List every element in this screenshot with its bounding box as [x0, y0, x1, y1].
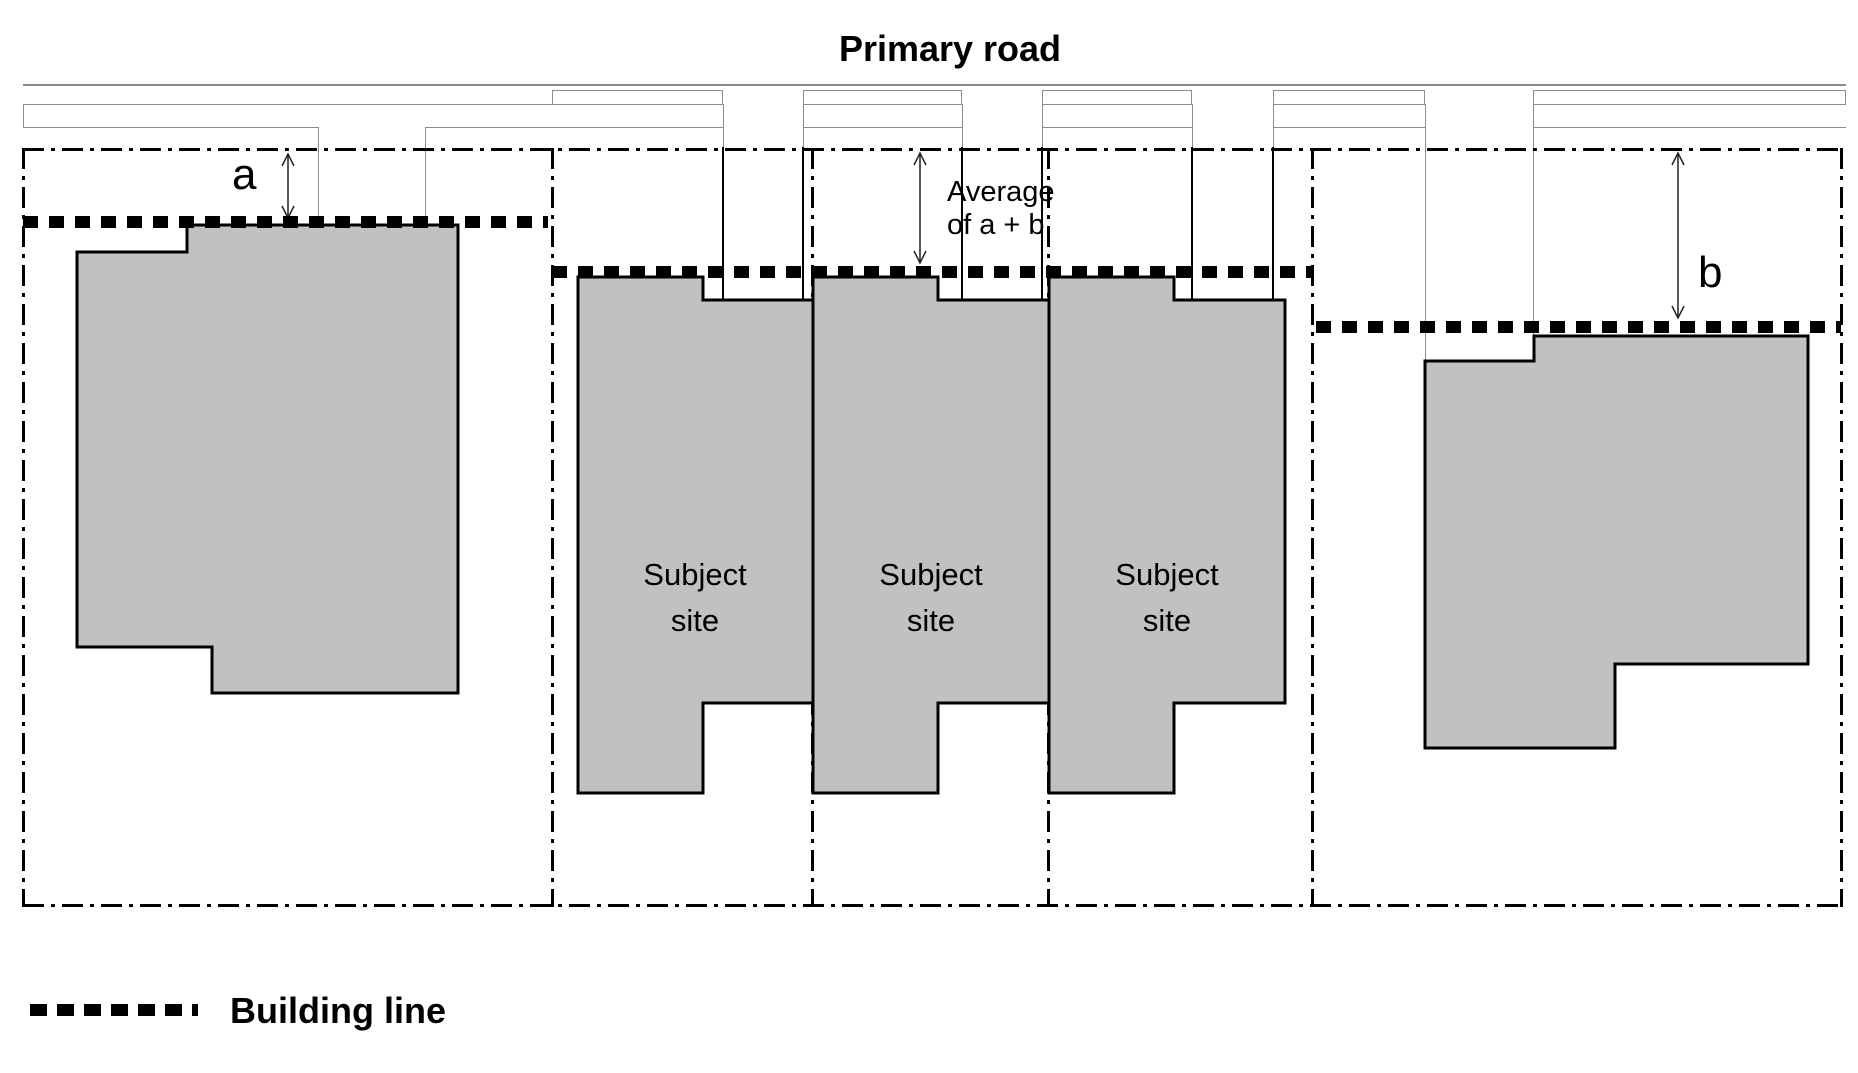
dimension-a-label: a	[232, 150, 257, 199]
lot-boundary-right	[1840, 148, 1843, 907]
lot-boundary	[551, 148, 554, 907]
lot-boundary-left	[22, 148, 25, 907]
footpath-bottom-line-segment	[1042, 127, 1192, 128]
subject-site-label-2: Subject site	[879, 552, 982, 644]
legend-building-line-sample	[30, 1004, 198, 1016]
footpath-bottom-line-segment	[803, 127, 962, 128]
dimension-b-arrow	[1671, 151, 1685, 320]
dimension-b-label: b	[1698, 248, 1723, 297]
driveway-line	[1273, 104, 1274, 148]
road-verge-band-segment	[552, 90, 723, 105]
legend-building-line-label: Building line	[230, 990, 446, 1031]
building-subject-site-1	[576, 275, 815, 795]
subject-site-label-line1: Subject	[879, 557, 983, 592]
driveway-line	[1192, 104, 1193, 148]
subject-site-label-1: Subject site	[643, 552, 746, 644]
average-label-line2: of a + b	[947, 209, 1045, 241]
subject-site-label-3: Subject site	[1115, 552, 1218, 644]
rear-boundary-line	[23, 904, 1841, 907]
front-boundary-line	[23, 148, 1841, 151]
road-edge-line	[23, 84, 1846, 86]
subject-site-label-line2: site	[906, 603, 956, 638]
building-lot1	[75, 223, 460, 695]
subject-site-label-line2: site	[1142, 603, 1192, 638]
building-line-subject-sites	[552, 266, 1312, 278]
driveway-line	[962, 104, 963, 148]
subject-site-label-line1: Subject	[1115, 557, 1219, 592]
dimension-a-arrow	[281, 152, 295, 220]
building-line-lot1	[23, 216, 548, 228]
building-lot5	[1423, 334, 1810, 750]
driveway-line	[318, 127, 319, 222]
primary-road-title: Primary road	[838, 28, 1062, 69]
driveway-line	[1042, 104, 1043, 148]
footpath-bottom-line-segment	[425, 127, 723, 128]
road-verge-band-segment	[1042, 90, 1192, 105]
building-line-lot5	[1316, 321, 1841, 333]
subject-site-label-line2: site	[670, 603, 720, 638]
driveway-line	[425, 127, 426, 222]
footpath-bottom-line-segment	[1533, 127, 1846, 128]
footpath-end-tick	[23, 104, 24, 128]
dimension-average-arrow	[913, 151, 927, 265]
footpath-bottom-line-segment	[1273, 127, 1425, 128]
building-subject-site-3	[1047, 275, 1287, 795]
road-verge-band-segment	[803, 90, 962, 105]
footpath-bottom-line-segment	[23, 127, 318, 128]
lot-boundary	[1311, 148, 1314, 907]
building-subject-site-2	[811, 275, 1051, 795]
road-verge-band-segment	[1533, 90, 1846, 105]
road-verge-band-segment	[1273, 90, 1425, 105]
average-label-line1: Average	[947, 176, 1055, 208]
subject-site-label-line1: Subject	[643, 557, 747, 592]
driveway-line	[1425, 104, 1426, 361]
driveway-line	[723, 104, 724, 148]
driveway-line	[1533, 104, 1534, 336]
footpath-top-line	[23, 104, 552, 105]
driveway-line	[803, 104, 804, 148]
